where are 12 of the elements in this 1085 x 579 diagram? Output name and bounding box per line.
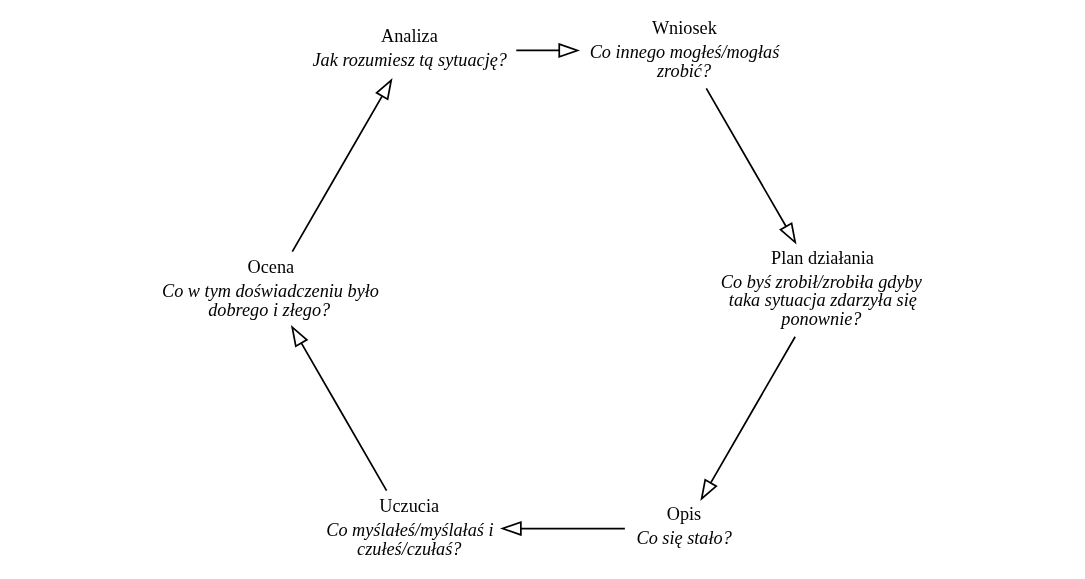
node-text: Plan działania Co byś zrobił/zrobiła gdyby taka sytuacja zdarzyła się ponownie? xyxy=(720,248,922,329)
node-text: Uczucia Co myślałeś/myślałaś i czułeś/czułaś? xyxy=(325,496,494,559)
node-text: Opis Co się stało? xyxy=(635,504,732,549)
arrow xyxy=(290,324,387,492)
arrow xyxy=(290,78,393,253)
arrow xyxy=(704,87,796,245)
arrow xyxy=(699,335,796,501)
node-text: Analiza Jak rozumiesz tą sytuację? xyxy=(312,26,507,71)
arrow xyxy=(514,42,580,59)
arrow xyxy=(499,520,626,537)
node-text: Wniosek Co innego mogłeś/mogłaś zrobić? xyxy=(589,18,779,81)
node-text: Ocena Co w tym doświadczeniu było dobrego i złego? xyxy=(161,257,379,320)
